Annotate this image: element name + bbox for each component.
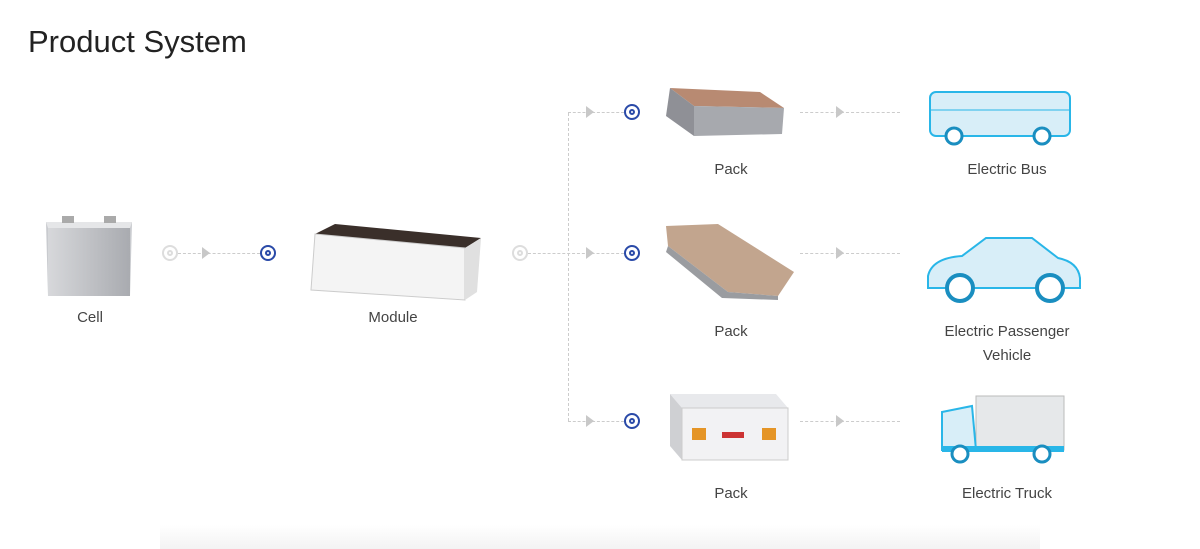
pack-label: Pack — [714, 161, 748, 178]
vehicle-label: Electric Passenger Vehicle — [944, 323, 1070, 364]
arrow-icon — [586, 247, 594, 259]
connector-line — [178, 253, 260, 254]
electric-bus-image — [929, 91, 1071, 146]
connector-line — [568, 421, 624, 422]
electric-passenger-vehicle-image — [927, 237, 1081, 303]
arrow-icon — [836, 247, 844, 259]
module-label: Module — [368, 309, 418, 326]
arrow-icon — [586, 415, 594, 427]
electric-truck-image — [941, 395, 1065, 464]
pack-label: Pack — [714, 485, 748, 502]
pack-image — [666, 224, 794, 300]
cell-image — [46, 216, 132, 296]
pack-image — [666, 88, 784, 136]
arrow-icon — [586, 106, 594, 118]
connector-line — [800, 421, 900, 422]
vehicle-label: Electric Truck — [961, 485, 1052, 502]
arrow-icon — [836, 415, 844, 427]
arrow-icon — [836, 106, 844, 118]
page-title: Product System — [28, 24, 247, 59]
vehicle-label: Electric Bus — [967, 161, 1047, 178]
arrow-icon — [202, 247, 210, 259]
connector-line — [528, 253, 624, 254]
target-node-icon — [624, 413, 640, 429]
connector-line — [800, 253, 900, 254]
branch-line — [568, 113, 569, 421]
connector-node-icon — [162, 245, 178, 261]
connector-line — [800, 112, 900, 113]
connector-line — [568, 112, 624, 113]
module-image — [310, 224, 481, 301]
target-node-icon — [624, 104, 640, 120]
cell-label: Cell — [77, 309, 103, 326]
bottom-shadow — [160, 525, 1040, 549]
target-node-icon — [624, 245, 640, 261]
connector-node-icon — [512, 245, 528, 261]
target-node-icon — [260, 245, 276, 261]
pack-label: Pack — [714, 323, 748, 340]
pack-image — [670, 394, 789, 461]
